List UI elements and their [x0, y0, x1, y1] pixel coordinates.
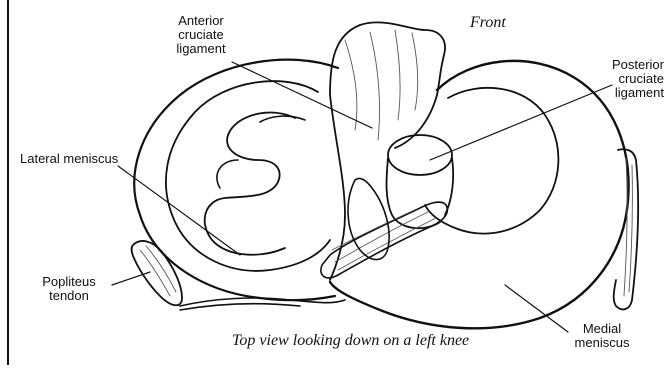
bottom-ledge	[180, 298, 345, 310]
popliteus-fibers	[140, 246, 176, 296]
leader-pcl	[430, 85, 612, 160]
diagram-caption: Top view looking down on a left knee	[232, 332, 469, 350]
lateral-meniscus-inner	[217, 116, 305, 188]
medial-meniscus-inner	[425, 88, 558, 234]
popliteus-tendon-label: Popliteus tendon	[34, 275, 104, 303]
medial-collateral-strip	[614, 149, 638, 309]
intercondylar-eminence	[330, 22, 445, 95]
acl-label: Anterior cruciate ligament	[170, 14, 232, 56]
front-label: Front	[470, 14, 506, 32]
acl-attachment	[348, 178, 389, 259]
medial-plateau-outline	[330, 61, 629, 328]
lateral-meniscus-label: Lateral meniscus	[20, 152, 118, 166]
pcl-label: Posterior cruciate ligament	[600, 58, 664, 100]
acl-band	[321, 202, 447, 278]
medial-meniscus-label: Medial meniscus	[570, 322, 634, 350]
lateral-meniscus-shape	[166, 81, 330, 271]
eminence-shading	[345, 30, 418, 140]
central-ridge	[330, 95, 437, 280]
lateral-plateau-outline	[134, 60, 338, 301]
acl-fibers	[332, 212, 436, 270]
